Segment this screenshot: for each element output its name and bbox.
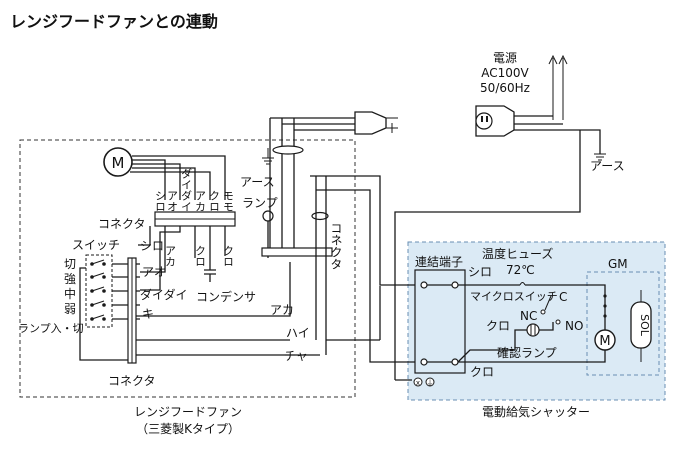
left-label-ao: アオ — [142, 265, 166, 279]
hood-motor-label: M — [112, 154, 125, 172]
power-label-3: 50/60Hz — [480, 81, 530, 95]
bottom-label-cha: チャ — [284, 349, 308, 363]
gm-box — [586, 271, 660, 376]
kuro-label-2: クロ — [470, 365, 494, 379]
left-label-shiro: シロ — [140, 239, 164, 253]
switch-pos-strong: 強 — [64, 272, 76, 286]
kuro-label-1: クロ — [486, 319, 510, 333]
mid-label-aka: アカ — [164, 245, 177, 267]
left-label-daidai: ダイダイ — [140, 287, 188, 302]
confirm-lamp-icon — [526, 323, 540, 337]
switch-label: スイッチ — [72, 238, 120, 252]
switch-positions: 切 強 中 弱 ランプ入・切 — [18, 257, 84, 335]
shutter-caption: 電動給気シャッター — [482, 404, 590, 419]
switch-pos-mid: 中 — [64, 286, 76, 301]
connector-bottom-label: コネクタ — [108, 374, 156, 388]
mid-label-kuro1: クロ — [194, 245, 207, 267]
svg-text:x: x — [416, 379, 420, 387]
power-label-2: AC100V — [481, 66, 529, 80]
gm-motor-label: M — [599, 334, 610, 349]
hood-motor-circle — [103, 147, 133, 177]
hood-bus-bar — [261, 247, 333, 257]
microswitch-label: マイクロスイッチ — [470, 290, 558, 303]
switch-pos-off: 切 — [64, 257, 76, 271]
gm-label: GM — [608, 257, 628, 271]
switch-pos-weak: 弱 — [64, 302, 76, 316]
svg-text:⏚: ⏚ — [427, 379, 434, 387]
range-hood-box — [19, 139, 356, 398]
hood-caption-2: （三菱製Kタイプ） — [136, 422, 240, 436]
switch-pos-lamp: ランプ入・切 — [18, 322, 84, 335]
right-earth-symbol — [594, 153, 606, 161]
fuse-temp-label: 72℃ — [506, 263, 535, 277]
fuse-label: 温度ヒューズ — [482, 246, 553, 261]
mid-label-kuro2: クロ — [222, 245, 235, 267]
page-title: レンジフードファンとの連動 — [10, 12, 218, 31]
power-plug — [354, 111, 387, 135]
power-label-1: 電源 — [493, 51, 517, 65]
terminal-label: 連結端子 — [415, 255, 463, 269]
gm-motor-circle — [594, 329, 616, 351]
top-wire-labels: シロ アオ ダイダイ アカ クロ モモ — [154, 168, 235, 212]
cable-clamp-top — [272, 145, 304, 155]
switch-contacts — [90, 262, 106, 321]
lamp-label: ランプ — [242, 196, 278, 210]
sol-label: SOL — [638, 314, 651, 337]
left-label-ki: キ — [142, 307, 154, 321]
no-label: NO — [565, 319, 583, 333]
bottom-label-hai: ハイ — [286, 326, 310, 340]
condenser-label: コンデンサ — [196, 289, 256, 304]
hood-caption-1: レンジフードファン — [134, 405, 242, 419]
lamp-icon — [262, 210, 274, 222]
right-earth-label: アース — [590, 159, 625, 173]
c-label: C — [559, 290, 567, 304]
connector-top-label: コネクタ — [98, 217, 146, 231]
wire-label-kuro: クロ — [208, 190, 221, 212]
confirm-lamp-label: 確認ランプ — [497, 345, 557, 360]
wire-label-shiro: シロ — [154, 190, 167, 212]
nc-label: NC — [520, 309, 537, 323]
wire-label-ao: アオ — [166, 190, 179, 212]
wire-label-daidai: ダイダイ — [180, 168, 193, 212]
hood-earth-symbol — [262, 148, 274, 165]
shiro-label: シロ — [468, 265, 492, 279]
connector-right-label: コネクタ — [329, 222, 343, 270]
bottom-label-aka: アカ — [270, 303, 294, 317]
wire-label-momo: モモ — [222, 190, 235, 212]
hood-earth-label: アース — [240, 175, 275, 189]
wire-label-aka: アカ — [194, 190, 207, 212]
